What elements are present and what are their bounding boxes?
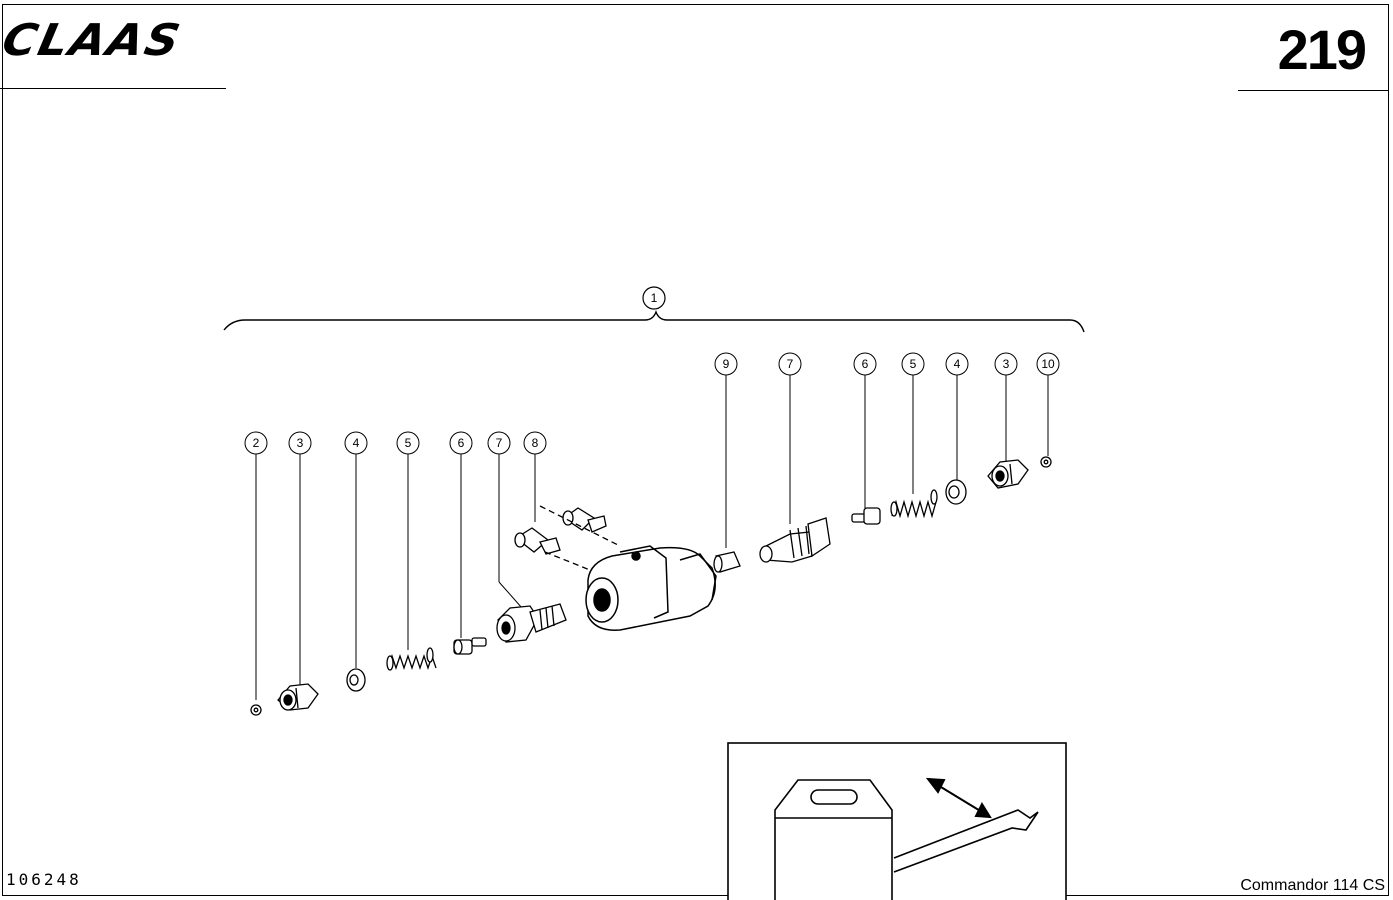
- callout-left-6: 6: [449, 431, 473, 638]
- parts-right: [713, 456, 1052, 573]
- svg-text:8: 8: [532, 436, 539, 450]
- washer-10: [1040, 456, 1052, 468]
- fitting-3b: [987, 459, 1029, 489]
- svg-text:6: 6: [458, 436, 465, 450]
- page-number-rule: [1238, 90, 1388, 91]
- callout-right-3: 3: [994, 352, 1018, 464]
- nipple-8b: [562, 507, 607, 533]
- poppet-6: [453, 637, 487, 655]
- fitting-3: [277, 683, 319, 711]
- spring-5: [386, 647, 437, 671]
- callout-left-5: 5: [396, 431, 420, 650]
- callout-right-6: 6: [853, 352, 877, 508]
- svg-text:3: 3: [297, 436, 304, 450]
- page-frame: [2, 4, 1389, 896]
- callout-left-2: 2: [244, 431, 268, 700]
- double-arrow-icon: [925, 777, 992, 819]
- adapter-7b: [759, 517, 831, 563]
- svg-text:1: 1: [651, 291, 658, 305]
- svg-text:7: 7: [496, 436, 503, 450]
- svg-text:4: 4: [353, 436, 360, 450]
- callouts-right: 9 7 6 5 4 3 10: [714, 352, 1060, 548]
- lubrication-inset: [727, 742, 1067, 900]
- svg-text:5: 5: [405, 436, 412, 450]
- svg-text:6: 6: [862, 357, 869, 371]
- callout-right-10: 10: [1036, 352, 1060, 456]
- callout-left-7: 7: [487, 431, 523, 609]
- svg-text:10: 10: [1041, 357, 1055, 371]
- callout-right-5: 5: [901, 352, 925, 494]
- sleeve-9: [713, 551, 741, 573]
- callout-right-9: 9: [714, 352, 738, 548]
- callout-assembly: 1: [642, 286, 666, 310]
- poppet-6b: [851, 507, 881, 525]
- callout-left-4: 4: [344, 431, 368, 668]
- callouts-left: 2 3 4 5 6 7 8: [244, 431, 547, 700]
- seat-4: [346, 668, 366, 692]
- valve-housing: [585, 545, 717, 631]
- callout-left-3: 3: [288, 431, 312, 685]
- lever-icon: [893, 809, 1039, 873]
- nipple-8a: [514, 527, 561, 555]
- parts-left: [250, 505, 621, 716]
- adapter-7: [496, 603, 567, 643]
- callout-right-4: 4: [945, 352, 969, 482]
- page-number: 219: [1277, 18, 1367, 81]
- svg-text:9: 9: [723, 357, 730, 371]
- model-name: Commandor 114 CS: [1240, 877, 1385, 894]
- svg-text:2: 2: [253, 436, 260, 450]
- callout-right-7: 7: [778, 352, 802, 524]
- svg-text:3: 3: [1003, 357, 1010, 371]
- svg-text:4: 4: [954, 357, 961, 371]
- callout-left-8: 8: [523, 431, 547, 522]
- canister-icon: [774, 779, 893, 900]
- assembly-brace: [223, 310, 1085, 333]
- svg-text:5: 5: [910, 357, 917, 371]
- drawing-number: 106248: [6, 870, 82, 889]
- spring-5b: [890, 489, 938, 519]
- washer-2: [250, 704, 262, 716]
- logo-rule: [0, 88, 226, 89]
- svg-text:7: 7: [787, 357, 794, 371]
- seat-4b: [945, 479, 967, 505]
- assembly-guide-line-upper: [539, 505, 621, 547]
